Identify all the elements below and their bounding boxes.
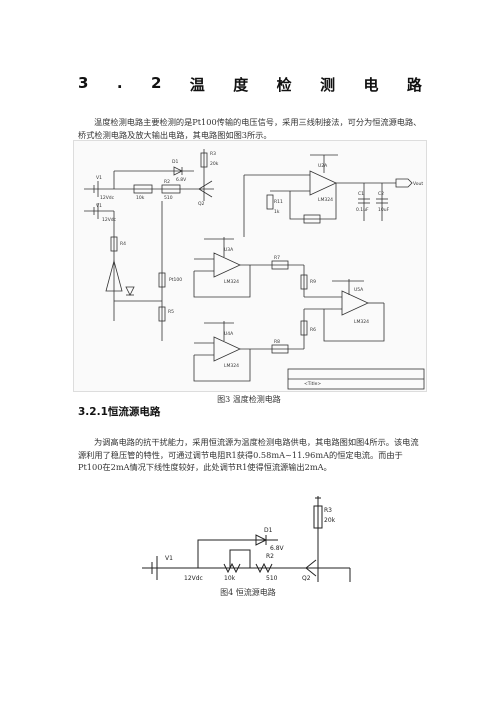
schematic-drawing: V1 12Vdc D1 6.8V R3 20k R2 510 10k Q2 V1… <box>84 149 425 390</box>
heading-char: 2 <box>150 74 162 92</box>
label-r9: R9 <box>310 279 316 285</box>
heading-char: 度 <box>233 76 249 94</box>
label-r6: R6 <box>310 327 316 333</box>
label-r5: R5 <box>168 309 174 315</box>
label-u2: U2A <box>318 163 328 169</box>
label-r11-val: 1k <box>274 209 280 215</box>
label-r7: R7 <box>274 255 280 261</box>
label-d1: D1 <box>172 159 178 165</box>
label-vout: Vout <box>413 181 423 187</box>
intro-paragraph: 温度检测电路主要检测的是Pt100传输的电压信号，采用三线制接法，可分为恒流源电… <box>78 117 422 140</box>
fig4-label-v1-val: 12Vdc <box>184 575 203 582</box>
label-u4: U4A <box>224 331 234 337</box>
heading-char: 电 <box>363 76 379 94</box>
subsection-heading: 3.2.1恒流源电路 <box>78 406 161 418</box>
label-r3-val: 20k <box>210 161 219 167</box>
label-c1-val: 0.1uF <box>356 207 369 213</box>
label-c1: C1 <box>358 191 364 197</box>
fig4-label-v1: V1 <box>165 555 173 562</box>
heading-char: 测 <box>320 76 336 94</box>
heading-char: 温 <box>189 76 205 94</box>
fig4-label-d1: D1 <box>264 527 273 534</box>
label-lm-4: LM324 <box>354 319 369 325</box>
subsection-paragraph: 为调高电路的抗干扰能力，采用恒流源为温度检测电路供电，其电路图如图4所示。该电流… <box>78 437 419 473</box>
heading-char: . <box>116 74 123 92</box>
heading-char: 路 <box>406 76 422 94</box>
label-lm-3: LM324 <box>224 363 239 369</box>
label-u5: U5A <box>354 287 364 293</box>
label-r3: R3 <box>210 151 216 157</box>
label-q2: Q2 <box>198 201 205 207</box>
figure-4-schematic: R3 20k D1 6.8V R2 510 V1 12Vdc 10k Q2 <box>138 492 358 586</box>
label-d1-val: 6.8V <box>176 177 187 183</box>
fig4-label-r2: R2 <box>266 553 274 560</box>
label-v1b-val: 12Vdc <box>102 217 117 223</box>
section-heading: 3 . 2 温 度 检 测 电 路 <box>78 74 422 95</box>
heading-char: 检 <box>276 76 292 94</box>
fig4-label-q2: Q2 <box>302 575 311 582</box>
heading-char: 3 <box>78 74 89 92</box>
label-c2-val: 10uF <box>378 207 390 213</box>
fig4-label-d1-val: 6.8V <box>270 545 285 552</box>
label-c2: C2 <box>378 191 384 197</box>
label-v1-val: 12Vdc <box>100 195 115 201</box>
fig4-label-rpot: 10k <box>224 575 236 582</box>
label-u3: U3A <box>224 247 234 253</box>
label-r2: R2 <box>164 179 170 185</box>
label-title-block: <Title> <box>304 381 321 387</box>
label-lm-2: LM324 <box>224 279 239 285</box>
label-pt100: Pt100 <box>169 277 182 283</box>
current-source-drawing: R3 20k D1 6.8V R2 510 V1 12Vdc 10k Q2 <box>142 496 351 582</box>
label-v1: V1 <box>96 175 102 181</box>
label-v1b: V1 <box>96 203 102 209</box>
label-rpot: 10k <box>136 195 145 201</box>
label-r4: R4 <box>120 241 126 247</box>
fig4-label-r3-val: 20k <box>324 517 336 524</box>
fig4-label-r2-val: 510 <box>266 575 278 582</box>
fig4-label-r3: R3 <box>324 507 332 514</box>
label-r11: R11 <box>274 199 283 205</box>
figure-3-schematic: V1 12Vdc D1 6.8V R3 20k R2 510 10k Q2 V1… <box>73 140 427 392</box>
label-lm-1: LM324 <box>318 197 333 203</box>
label-r8: R8 <box>274 339 280 345</box>
label-r2-val: 510 <box>164 195 173 201</box>
figure-4-caption: 图4 恒流源电路 <box>220 588 276 597</box>
figure-3-caption: 图3 温度检测电路 <box>217 395 281 404</box>
